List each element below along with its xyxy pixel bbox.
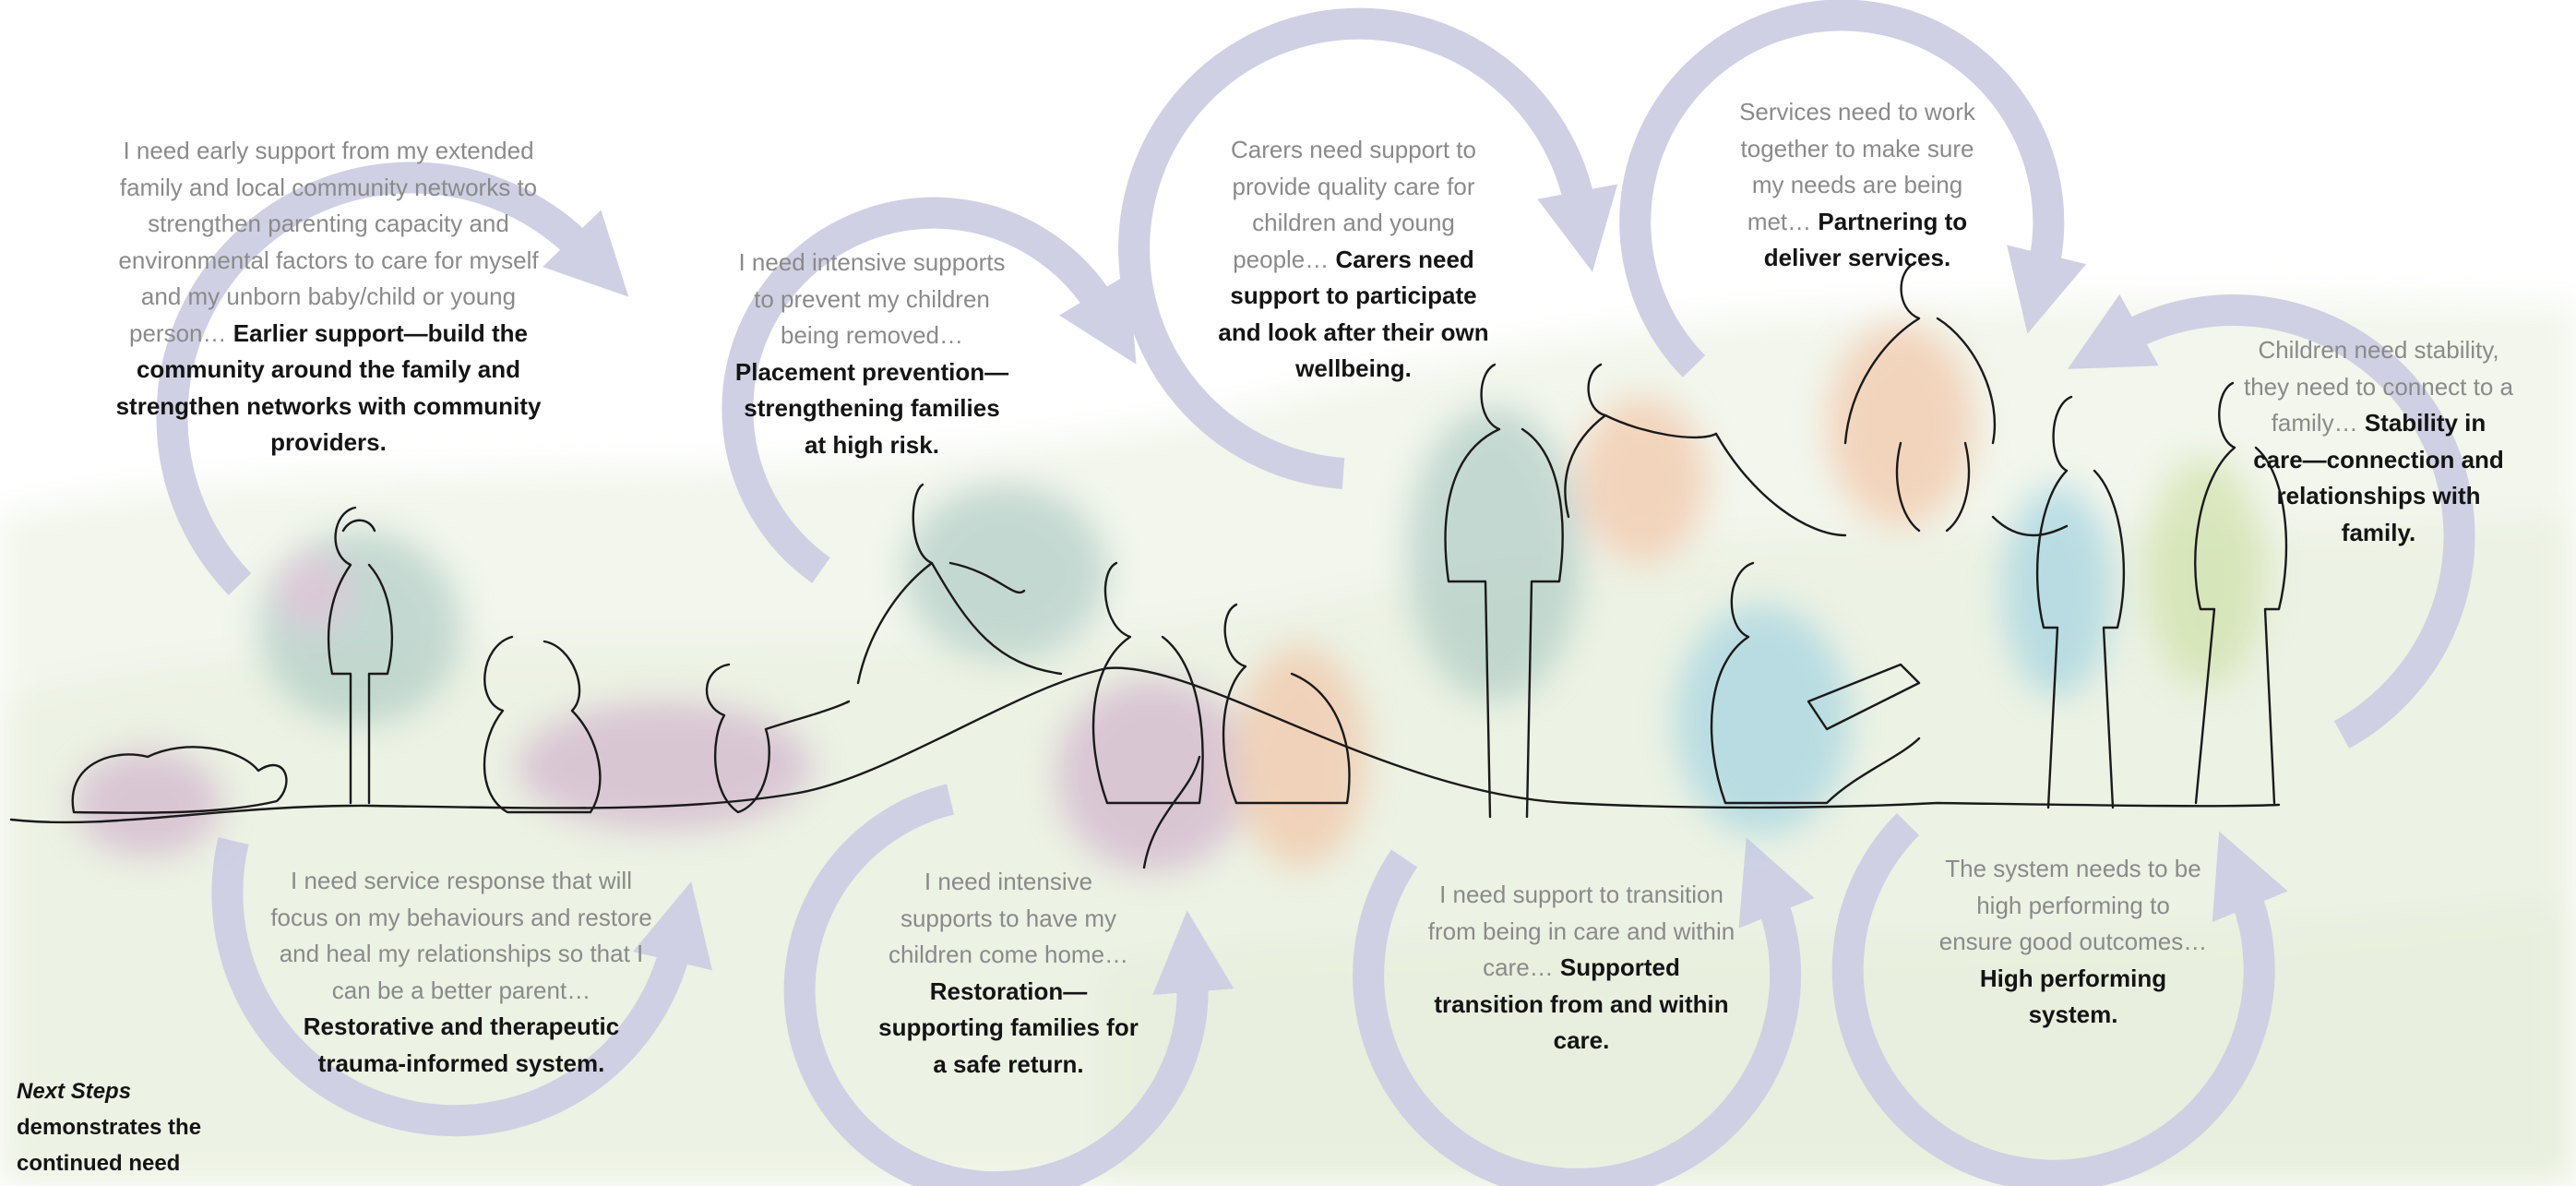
cycle-c7-light: Services need to work together to make s…: [1739, 98, 1975, 235]
cycle-c2-text: I need service response that will focus …: [264, 863, 659, 1082]
cycle-arrow-c2: [211, 837, 712, 1137]
cycle-arrow-c1: [156, 162, 629, 595]
cycle-c5-bold: Carers need support to participate and l…: [1218, 245, 1489, 383]
cycle-c5-light: Carers need support to provide quality c…: [1231, 136, 1476, 273]
figure-seated-reader: [1710, 561, 1921, 805]
line-drawing-figures: [9, 261, 2288, 869]
figure-adult-carrying-child: [1444, 363, 1718, 819]
cycle-c7-text: Services need to work together to make s…: [1723, 94, 1991, 277]
connecting-line: [1142, 432, 2069, 869]
figure-baby: [71, 746, 288, 814]
cycle-c8-text: Children need stability, they need to co…: [2244, 332, 2513, 551]
cycle-c8-light: Children need stability, they need to co…: [2244, 336, 2513, 437]
figure-young-woman-right: [2194, 381, 2288, 805]
cycle-arrow-c3: [722, 197, 1137, 583]
cycle-c4-text: I need intensive supports to have my chi…: [878, 864, 1139, 1083]
cycle-arrow-c5: [1118, 7, 1618, 489]
cycle-c6-bold: Supported transition from and within car…: [1434, 953, 1729, 1054]
cycle-c3-light: I need intensive supports to prevent my …: [738, 248, 1006, 349]
figure-adult-reaching: [856, 483, 1063, 685]
cycle-arrow-c6: [1353, 837, 1815, 1186]
figure-seated-pair: [1091, 561, 1351, 805]
cycle-c3-bold: Placement prevention—strengthening famil…: [734, 357, 1009, 459]
cycle-c1-bold: Earlier support—build the community arou…: [115, 318, 542, 457]
figure-child-jumping: [1843, 261, 1997, 533]
cycle-arrow-c4: [783, 784, 1234, 1186]
figure-young-woman-left: [2035, 395, 2126, 809]
cycle-c5-text: Carers need support to provide quality c…: [1218, 132, 1489, 388]
cycle-c4-light: I need intensive supports to have my chi…: [888, 868, 1129, 968]
cycle-c2-bold: Restorative and therapeutic trauma-infor…: [303, 1012, 620, 1077]
cycle-c9-bold: High performing system.: [1979, 964, 2167, 1029]
next-steps-text: demonstrates the continued need: [17, 1115, 202, 1176]
figure-seated-child: [483, 635, 602, 814]
cycle-arrow-c7: [1619, 0, 2087, 377]
cycle-arrow-c9: [1831, 813, 2288, 1186]
cycle-c2-light: I need service response that will focus …: [270, 867, 652, 1004]
cycle-arrows: [156, 0, 2475, 1186]
cycle-c6-light: I need support to transition from being …: [1427, 881, 1735, 981]
cycle-c8-bold: Stability in care—connection and relatio…: [2253, 409, 2504, 546]
ground-line: [9, 666, 2281, 824]
cycle-c1-light: I need early support from my extended fa…: [118, 137, 539, 347]
cycle-c6-text: I need support to transition from being …: [1425, 877, 1737, 1060]
cycle-c3-text: I need intensive supports to prevent my …: [731, 245, 1013, 463]
cycle-arrow-c8: [2067, 294, 2475, 749]
cycle-c4-bold: Restoration—supporting families for a sa…: [878, 976, 1139, 1078]
next-steps-title: Next Steps: [17, 1079, 132, 1104]
figure-small-child: [705, 663, 851, 814]
cycle-c9-text: The system needs to be high performing t…: [1938, 851, 2208, 1034]
next-steps-note: Next Steps demonstrates the continued ne…: [17, 1073, 238, 1181]
cycle-c9-light: The system needs to be high performing t…: [1938, 855, 2208, 955]
cycle-c1-text: I need early support from my extended fa…: [113, 133, 544, 461]
cycle-c7-bold: Partnering to deliver services.: [1763, 207, 1968, 272]
figure-child-standing: [327, 506, 394, 805]
